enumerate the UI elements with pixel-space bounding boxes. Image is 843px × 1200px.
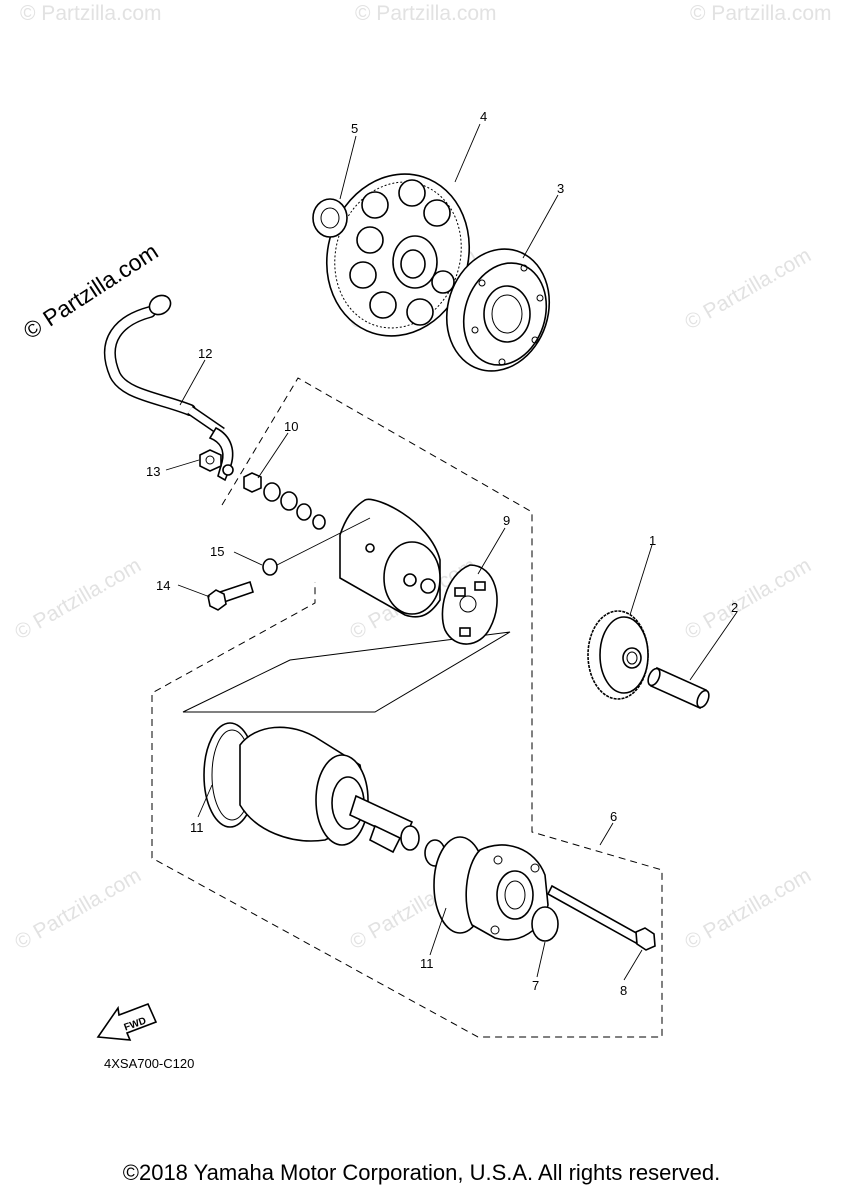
through-bolt — [546, 884, 656, 951]
callout-9: 9 — [503, 513, 510, 528]
partzilla-watermark-main: © Partzilla.com — [19, 238, 163, 344]
watermark-text: © Partzilla.com — [681, 864, 815, 955]
one-way-clutch — [445, 248, 551, 372]
watermark-text: © Partzilla.com — [681, 244, 815, 335]
watermark-text: © Partzilla.com — [11, 864, 145, 955]
callout-12: 12 — [198, 346, 212, 361]
watermark-layer: © Partzilla.com © Partzilla.com © Partzi… — [11, 2, 832, 954]
callout-5: 5 — [351, 121, 358, 136]
watermark-text: © Partzilla.com — [11, 554, 145, 645]
starter-cable — [104, 294, 234, 482]
callout-3: 3 — [557, 181, 564, 196]
o-ring — [531, 906, 559, 942]
terminal-nut-set — [243, 472, 326, 530]
callout-4: 4 — [480, 109, 487, 124]
callout-10: 10 — [284, 419, 298, 434]
watermark-text: © Partzilla.com — [355, 2, 497, 25]
callout-7: 7 — [532, 978, 539, 993]
callout-8: 8 — [620, 983, 627, 998]
callout-labels: 1 2 3 4 5 6 7 8 9 10 11 11 12 13 14 15 — [146, 109, 738, 998]
mounting-bolt — [207, 580, 254, 611]
small-washer — [262, 558, 278, 576]
cable-nut — [199, 449, 222, 472]
callout-11-right: 11 — [420, 956, 434, 971]
starter-gear — [325, 173, 471, 337]
callout-1: 1 — [649, 533, 656, 548]
fwd-arrow-icon: FWD — [96, 1002, 158, 1041]
armature-shaft — [349, 794, 446, 867]
starter-front-cover — [433, 836, 549, 941]
reference-line — [182, 631, 511, 713]
brush-holder — [441, 564, 498, 645]
watermark-text: © Partzilla.com — [690, 2, 832, 25]
copyright-notice: ©2018 Yamaha Motor Corporation, U.S.A. A… — [122, 1160, 721, 1185]
watermark-text: © Partzilla.com — [681, 554, 815, 645]
watermark-text: © Partzilla.com — [20, 2, 162, 25]
callout-6: 6 — [610, 809, 617, 824]
washer — [312, 198, 348, 238]
callout-14: 14 — [156, 578, 170, 593]
idler-shaft — [647, 666, 710, 710]
callout-13: 13 — [146, 464, 160, 479]
starter-rear-cover — [339, 498, 441, 618]
callout-11-left: 11 — [190, 820, 204, 835]
callout-leaders — [165, 123, 738, 981]
idler-gear — [587, 610, 649, 700]
starter-assembly-outline — [151, 377, 663, 1038]
callout-2: 2 — [731, 600, 738, 615]
diagram-code: 4XSA700-C120 — [104, 1056, 195, 1071]
starter-yoke — [203, 722, 369, 846]
callout-15: 15 — [210, 544, 224, 559]
